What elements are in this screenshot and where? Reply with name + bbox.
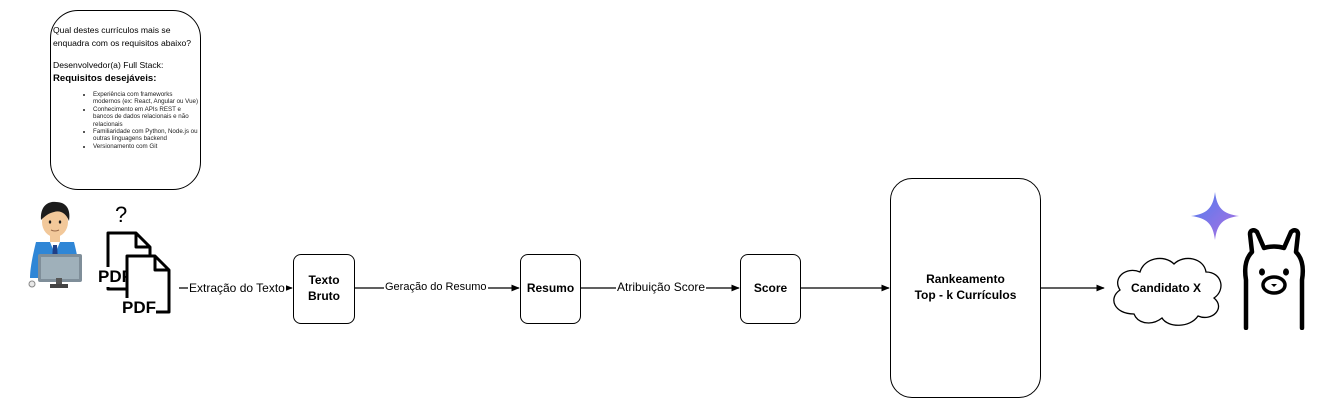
edge-label-atribuicao: Atribuição Score [616,280,707,294]
requirement-item: Versionamento com Git [93,143,198,150]
requirement-item: Familiaridade com Python, Node.js ou out… [93,128,198,143]
edge-label-extracao: Extração do Texto [188,281,286,295]
pdf-label-2: PDF [122,298,156,318]
node-ranking: Rankeamento Top - k Currículos [890,178,1041,398]
requirement-item: Experiência com frameworks modernos (ex:… [93,91,198,106]
recruiter-icon [28,201,82,288]
node-ranking-line1: Rankeamento [926,272,1005,287]
candidate-cloud-icon [1113,257,1222,326]
node-texto-bruto-label: Texto Bruto [308,273,340,303]
llama-icon [1243,228,1305,330]
requirements-bubble: Qual destes currículos mais se enquadra … [50,10,201,190]
bubble-requirements-title: Requisitos desejáveis: [53,72,157,84]
node-resumo-label: Resumo [526,281,575,296]
node-resumo: Resumo [520,254,581,324]
requirement-item: Conhecimento em APIs REST e bancos de da… [93,106,198,128]
question-mark: ? [115,202,128,227]
pdf-label-1: PDF [98,267,132,287]
node-score: Score [740,254,801,324]
bubble-role: Desenvolvedor(a) Full Stack: [53,59,164,70]
sparkle-icon [1191,192,1239,240]
bubble-question: Qual destes currículos mais se enquadra … [53,25,192,49]
requirements-list: Experiência com frameworks modernos (ex:… [53,91,198,151]
edge-label-geracao: Geração do Resumo [384,281,488,293]
node-texto-bruto: Texto Bruto [293,254,355,324]
node-score-label: Score [753,281,788,296]
node-ranking-line2: Top - k Currículos [914,288,1017,302]
node-candidato-label: Candidato X [1130,281,1201,295]
